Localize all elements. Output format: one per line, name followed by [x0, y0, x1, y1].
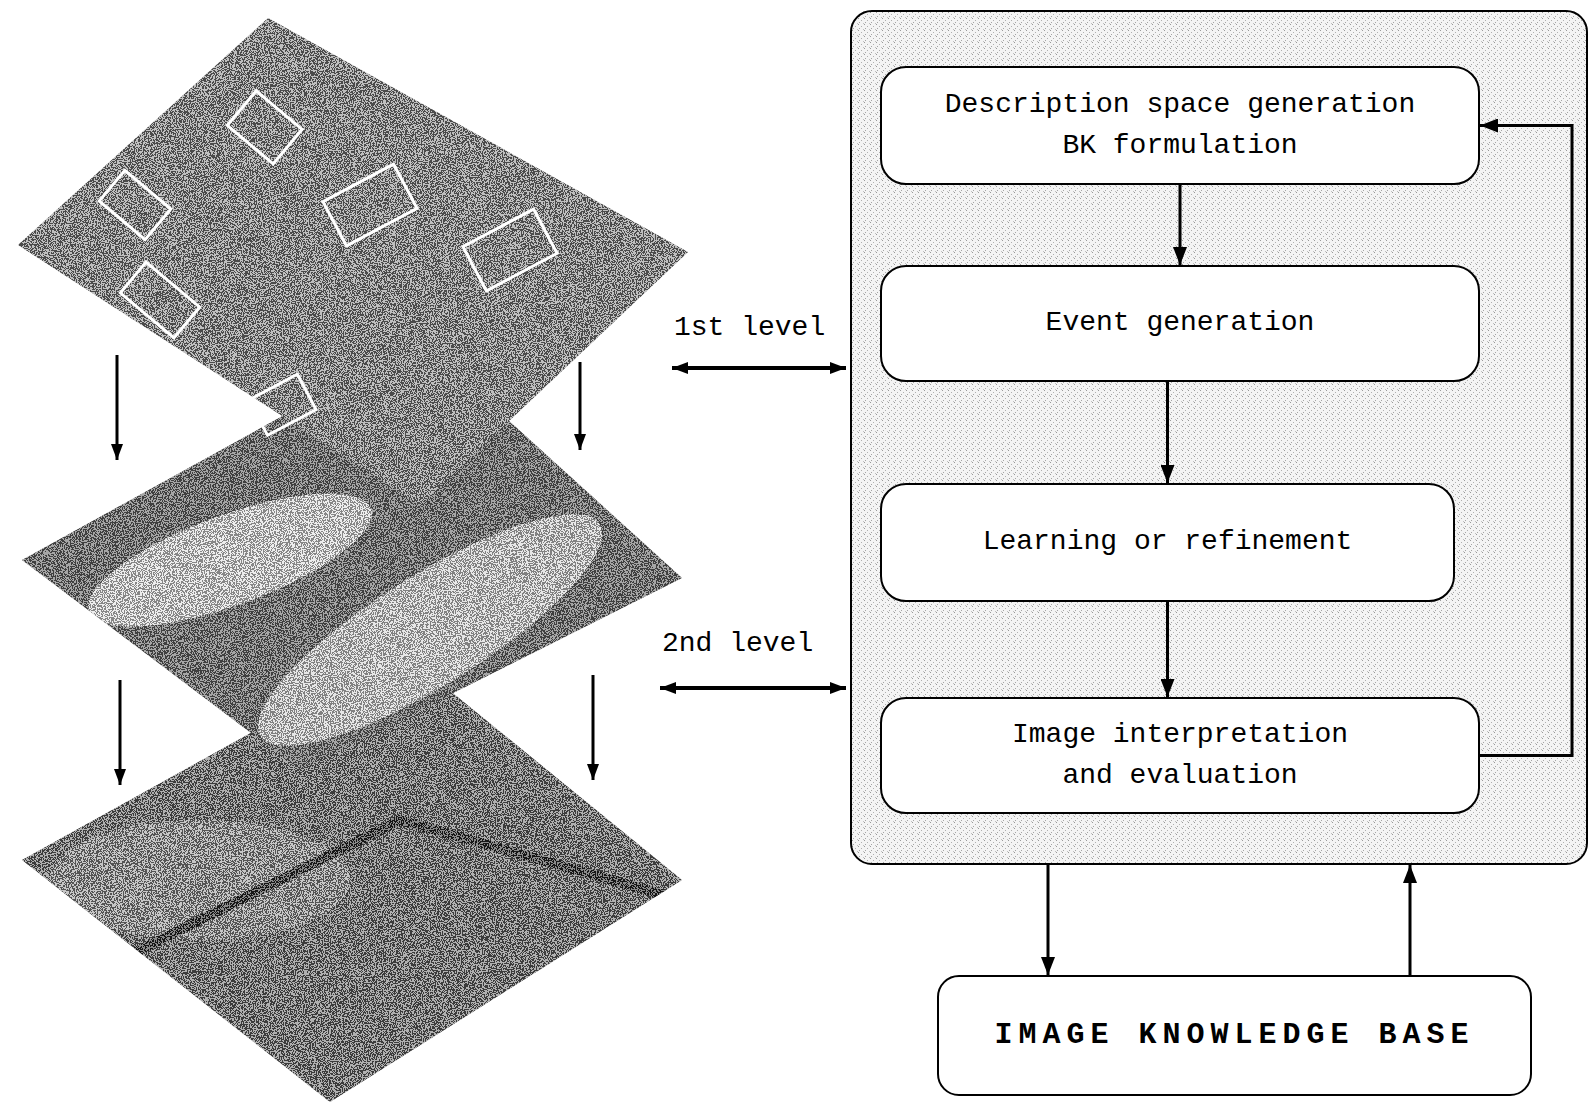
flow-connector: [1166, 382, 1169, 483]
process-label: Event generation: [1046, 303, 1315, 344]
level-arrow: [660, 368, 846, 688]
level-label: 1st level: [672, 312, 827, 343]
flow-connector: [1480, 126, 1572, 756]
flow-connector: [1166, 602, 1169, 697]
flow-arrow: [117, 355, 593, 785]
knowledge-base-title: IMAGE KNOWLEDGE BASE: [994, 1014, 1474, 1058]
flow-connector: [1409, 865, 1412, 975]
process-box: Description space generation BK formulat…: [880, 66, 1480, 185]
process-panel: Description space generation BK formulat…: [850, 10, 1588, 865]
process-label: Image interpretation and evaluation: [990, 715, 1370, 796]
panel-ground: [850, 10, 1588, 865]
process-box: Learning or refinement: [880, 483, 1455, 602]
process-label: Description space generation BK formulat…: [935, 85, 1425, 166]
knowledge-base-box: IMAGE KNOWLEDGE BASE: [937, 975, 1532, 1096]
level-label: 2nd level: [660, 628, 815, 659]
image-plane: [18, 18, 688, 505]
process-box: Event generation: [880, 265, 1480, 382]
process-label: Learning or refinement: [983, 522, 1353, 563]
flow-connector: [1047, 865, 1050, 975]
flow-connector: [1179, 185, 1182, 265]
process-box: Image interpretation and evaluation: [880, 697, 1480, 814]
